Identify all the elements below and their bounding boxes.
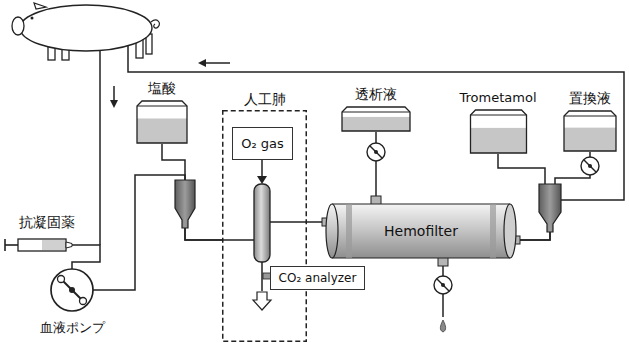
exhaust-tube — [261, 262, 263, 291]
pump-hub — [374, 150, 378, 154]
pump-rotor — [61, 279, 83, 301]
pump-hub — [441, 283, 445, 287]
bag-lid — [564, 116, 616, 117]
pump-rotor — [437, 279, 449, 291]
bag-outline — [470, 110, 526, 153]
flow-arrow — [113, 86, 115, 101]
bag-body — [564, 111, 616, 151]
node-label: 塩酸 — [148, 80, 176, 97]
node-label: 透析液 — [355, 86, 397, 103]
fluid-bag: 置換液 — [562, 90, 618, 152]
blood-tube — [270, 221, 307, 223]
pig-snout — [12, 17, 24, 35]
node-label: 置換液 — [569, 90, 611, 107]
flow-arrow — [198, 59, 206, 67]
bag-fluid — [564, 128, 616, 151]
filter-band — [346, 204, 352, 258]
filter-edge — [332, 257, 510, 258]
bag-fluid — [470, 128, 526, 153]
syringe-line — [72, 244, 92, 246]
bag-lid — [470, 115, 526, 116]
filter-cap — [326, 204, 338, 258]
gas-arrow — [257, 176, 267, 184]
node-label: Trometamol — [460, 90, 537, 106]
tube-connector — [520, 152, 590, 240]
pig-tail — [151, 20, 159, 28]
pump-housing — [51, 269, 93, 311]
tube-connector — [375, 132, 377, 196]
blood-tube — [99, 50, 101, 245]
drip-chamber — [175, 180, 195, 228]
node-shape — [455, 109, 542, 154]
node-label: CO₂ analyzer — [279, 271, 357, 285]
gas-arrow — [261, 160, 263, 177]
pump-hub — [588, 164, 592, 168]
bag-lid — [342, 112, 410, 113]
bag-outline — [137, 101, 187, 143]
blood-pump: 血液ポンプ — [27, 266, 117, 338]
exhaust-arrow — [253, 292, 271, 310]
filter-edge — [332, 203, 510, 204]
tube-connector — [162, 144, 222, 240]
tube-connector — [72, 245, 100, 266]
node-shape — [340, 106, 412, 132]
flow-arrow — [110, 100, 118, 108]
node-shape — [133, 100, 191, 144]
blood-tube — [222, 239, 254, 241]
device-box: CO₂ analyzer — [270, 266, 365, 290]
bag-body — [137, 101, 187, 143]
syringe-fluid — [42, 240, 65, 250]
node-label: O₂ gas — [241, 136, 284, 152]
oxygenator — [254, 184, 270, 262]
filter-body — [332, 204, 510, 258]
node-label: 人工肺 — [244, 91, 286, 108]
device-box: O₂ gas — [232, 127, 293, 160]
pig-ear — [34, 3, 46, 9]
tube-connector — [307, 221, 322, 223]
bag-lid — [137, 106, 187, 107]
hemofilter-cylinder: Hemofilter — [322, 196, 520, 266]
flow-arrow — [205, 62, 230, 64]
pump-rotor — [584, 160, 596, 172]
pump-roller — [58, 276, 65, 283]
dashed-frame — [223, 111, 307, 342]
bag-fluid — [342, 117, 410, 131]
roller-pump — [367, 143, 385, 161]
bag-outline — [564, 111, 616, 151]
syringe: 抗凝固薬 — [2, 214, 92, 256]
fluid-bag: 透析液 — [340, 86, 412, 132]
pig-body — [20, 5, 152, 51]
roller-pump — [581, 157, 599, 175]
fluid-bag: 塩酸 — [133, 80, 191, 144]
syringe-barrel — [18, 239, 66, 251]
bag-outline — [342, 107, 410, 131]
blood-tube — [128, 46, 624, 200]
syringe-tip — [66, 242, 72, 248]
syringe-plunger — [5, 244, 18, 246]
node-label: 血液ポンプ — [40, 320, 105, 336]
pump-hub — [69, 287, 75, 293]
bag-body — [470, 110, 526, 153]
effluent-drop — [440, 320, 445, 332]
node-label: 抗凝固薬 — [19, 214, 75, 231]
node-shape — [562, 110, 618, 152]
tube-connector — [117, 175, 222, 290]
pig-eye — [31, 17, 34, 20]
node-shape — [27, 266, 117, 314]
drip-chamber — [539, 184, 561, 232]
bag-fluid — [137, 118, 187, 143]
filter-band — [490, 204, 496, 258]
oxygenator-frame: 人工肺 O₂ gas — [222, 90, 307, 342]
fluid-bag: Trometamol — [455, 90, 542, 154]
pump-roller — [80, 298, 87, 305]
node-label: Hemofilter — [384, 223, 458, 240]
roller-pump — [434, 276, 452, 294]
filter-cap — [504, 204, 516, 258]
pump-rotor — [370, 146, 382, 158]
bag-body — [342, 107, 410, 131]
pump-stub — [93, 289, 117, 291]
